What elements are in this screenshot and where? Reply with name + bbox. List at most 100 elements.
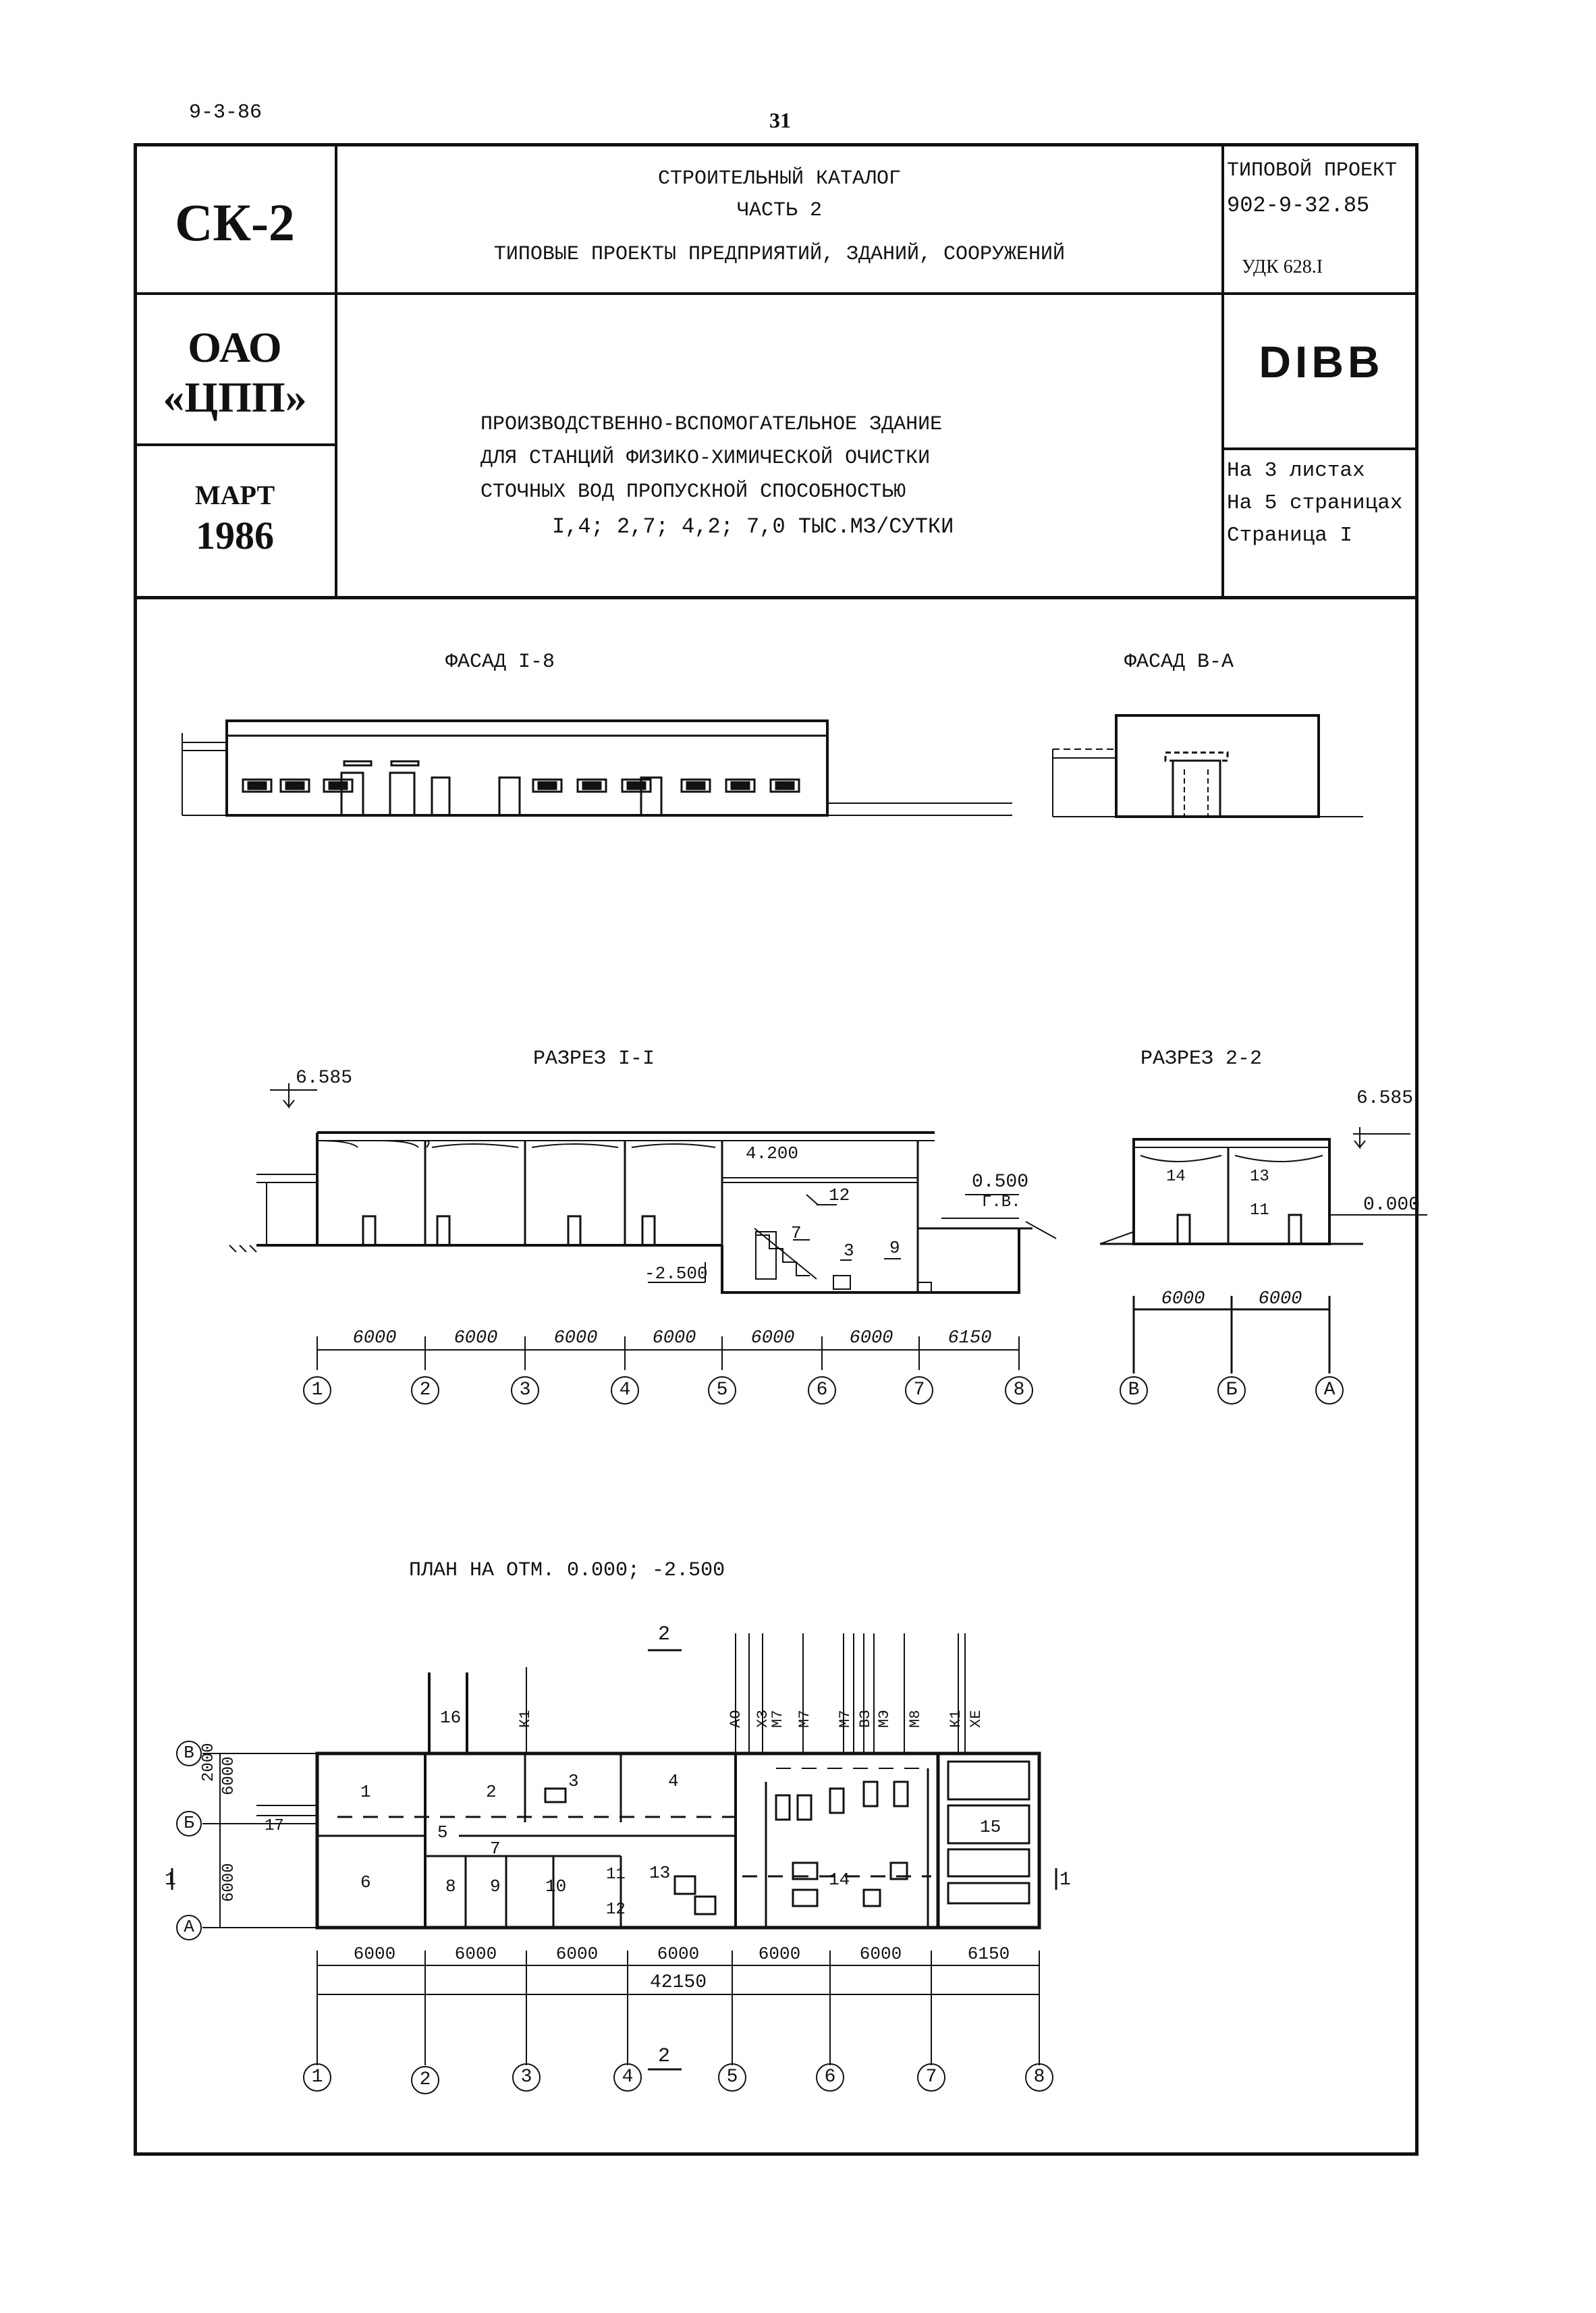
axis-bubble: 5: [716, 1380, 728, 1400]
axis-bubble: А: [184, 1917, 194, 1937]
utility-label: АО: [727, 1710, 744, 1728]
section-mark: 9: [889, 1238, 900, 1258]
span-dimension: 6000: [453, 1328, 498, 1349]
span-dimension: 6000: [1161, 1289, 1205, 1309]
axis-bubble: 7: [913, 1380, 925, 1400]
section-mark: 7: [791, 1223, 802, 1243]
floor-plan-drawing: [171, 1633, 1057, 2094]
catalog-title: СТРОИТЕЛЬНЫЙ КАТАЛОГ: [657, 167, 902, 190]
utility-label: М7: [837, 1710, 854, 1728]
span-dimension: 6000: [657, 1944, 700, 1964]
axis-bubble: 4: [619, 1380, 631, 1400]
plan-dimension: 2000: [200, 1743, 218, 1782]
room-number: 16: [440, 1708, 462, 1728]
issue-month: МАРТ: [194, 480, 275, 510]
elevation-label: 6.585: [296, 1068, 353, 1089]
room-number: 3: [568, 1771, 579, 1791]
room-number: 11: [606, 1866, 626, 1884]
description-line1: ПРОИЗВОДСТВЕННО-ВСПОМОГАТЕЛЬНОЕ ЗДАНИЕ: [480, 413, 943, 436]
facade-v-a-drawing: [1052, 714, 1363, 818]
header-left-split: [134, 443, 336, 446]
axis-bubble: Б: [184, 1813, 194, 1833]
room-number: 12: [606, 1901, 626, 1919]
axis-bubble: В: [1128, 1380, 1140, 1400]
room-number: 9: [490, 1876, 501, 1897]
room-number: 13: [649, 1863, 671, 1883]
facade-v-a-title: ФАСАД В-А: [1124, 651, 1234, 674]
axis-bubble: 1: [311, 1380, 323, 1400]
span-dimension: 6150: [947, 1328, 992, 1349]
section-1-1-dimensions: [303, 1336, 1033, 1405]
header-row-line: [134, 292, 1419, 295]
room-number: 4: [668, 1771, 679, 1791]
utility-label: К1: [947, 1710, 964, 1728]
axis-bubble: 3: [519, 1380, 531, 1400]
room-number: 1: [360, 1782, 371, 1802]
facade-1-8-drawing: [182, 719, 1012, 817]
span-dimension: 6000: [352, 1328, 397, 1349]
elevation-label: 4.200: [746, 1143, 799, 1164]
plan-title: ПЛАН НА ОТМ. 0.000; -2.500: [409, 1559, 725, 1582]
axis-bubble: 5: [726, 2067, 738, 2088]
room-number: 10: [545, 1876, 567, 1897]
org-name-line2: «ЦПП»: [163, 373, 307, 421]
sheet-frame: [134, 143, 1419, 2156]
span-dimension: 6000: [353, 1944, 396, 1964]
elevation-label: 0.000: [1363, 1195, 1421, 1216]
description-line2: ДЛЯ СТАНЦИЙ ФИЗИКО-ХИМИЧЕСКОЙ ОЧИСТКИ: [480, 447, 931, 470]
room-number: 5: [437, 1822, 448, 1843]
page-count: На 5 страницах: [1227, 491, 1403, 515]
axis-bubble: 8: [1013, 1380, 1025, 1400]
section-mark: 12: [829, 1185, 850, 1205]
axis-bubble: В: [184, 1743, 194, 1763]
udk: УДК 628.I: [1242, 256, 1323, 277]
utility-label: М8: [907, 1710, 924, 1728]
header-col-right: [1221, 143, 1224, 598]
elevation-label: 6.585: [1356, 1088, 1414, 1109]
section-1-1-drawing: [229, 1083, 1057, 1294]
utility-label: М7: [769, 1710, 786, 1728]
section-mark: 11: [1250, 1201, 1269, 1220]
span-dimension: 6000: [553, 1328, 598, 1349]
span-dimension: 6000: [454, 1944, 497, 1964]
span-dimension: 6000: [750, 1328, 795, 1349]
axis-bubble: 1: [311, 2067, 323, 2088]
span-dimension: 6150: [967, 1944, 1010, 1964]
room-number: 14: [829, 1870, 850, 1890]
series-code: СК-2: [175, 193, 295, 252]
room-number: 6: [360, 1872, 371, 1893]
section-2-2-title: РАЗРЕЗ 2-2: [1140, 1047, 1263, 1070]
axis-bubble: 6: [816, 1380, 828, 1400]
room-number: 7: [490, 1839, 501, 1859]
header-col-left: [335, 143, 337, 598]
catalog-subtitle: ТИПОВЫЕ ПРОЕКТЫ ПРЕДПРИЯТИЙ, ЗДАНИЙ, СОО…: [493, 243, 1066, 266]
axis-bubble: 3: [520, 2067, 532, 2088]
elevation-label: 0.500: [972, 1172, 1029, 1193]
description-line4: I,4; 2,7; 4,2; 7,0 ТЫС.МЗ/СУТКИ: [552, 514, 954, 539]
header-bottom-line: [134, 596, 1419, 599]
utility-label: ХЕ: [968, 1710, 985, 1728]
facade-1-8-title: ФАСАД I-8: [445, 651, 555, 674]
axis-bubble: 7: [925, 2067, 937, 2088]
utility-label: МЭ: [876, 1710, 893, 1728]
axis-bubble: 2: [419, 1380, 431, 1400]
utility-label: К1: [517, 1710, 534, 1728]
description-line3: СТОЧНЫХ ВОД ПРОПУСКНОЙ СПОСОБНОСТЬЮ: [480, 481, 906, 504]
section-cut-mark: 1: [165, 1870, 176, 1890]
span-dimension: 6000: [849, 1328, 893, 1349]
axis-bubble: 8: [1033, 2067, 1045, 2088]
plan-dimension: 6000: [220, 1756, 238, 1795]
document-code-large: DIBB: [1259, 337, 1384, 387]
room-number: 8: [445, 1876, 456, 1897]
axis-bubble: Б: [1226, 1380, 1238, 1400]
header-right-split: [1223, 447, 1419, 450]
section-cut-mark: 2: [658, 2045, 671, 2068]
document-code: 9-3-86: [189, 101, 263, 124]
page-index: Страница I: [1227, 524, 1353, 547]
page-number: 31: [769, 108, 791, 132]
axis-bubble: 2: [419, 2069, 431, 2090]
axis-bubble: 4: [622, 2067, 634, 2088]
section-mark: 3: [844, 1241, 854, 1261]
axis-bubble: А: [1323, 1380, 1336, 1400]
